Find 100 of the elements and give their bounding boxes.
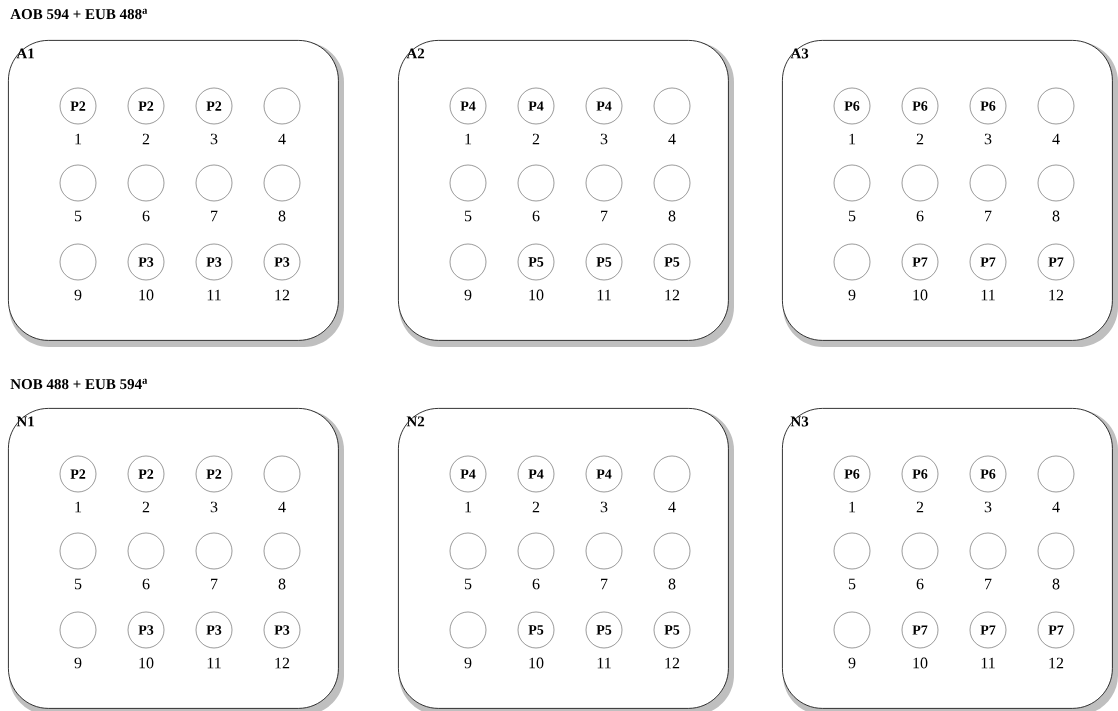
well-number: 6 <box>142 210 150 222</box>
well-number: 10 <box>139 289 154 301</box>
empty-well <box>653 532 691 570</box>
well: P2 <box>127 87 165 125</box>
well-number: 4 <box>278 133 286 145</box>
well-number: 3 <box>984 501 992 513</box>
empty-well <box>1037 87 1075 125</box>
well-number: 12 <box>665 289 680 301</box>
well: P4 <box>585 455 623 493</box>
well-number: 12 <box>275 657 290 669</box>
well-number: 2 <box>916 133 924 145</box>
well-number: 9 <box>464 289 472 301</box>
well-number: 8 <box>1052 210 1060 222</box>
empty-well <box>1037 532 1075 570</box>
well-number: 11 <box>597 657 611 669</box>
well-number: 6 <box>532 210 540 222</box>
well-number: 8 <box>668 210 676 222</box>
well-number: 6 <box>916 578 924 590</box>
empty-well <box>449 532 487 570</box>
well-number: 3 <box>600 133 608 145</box>
well: P4 <box>585 87 623 125</box>
well-number: 9 <box>464 657 472 669</box>
well-number: 6 <box>142 578 150 590</box>
well: P4 <box>449 455 487 493</box>
well-number: 2 <box>142 133 150 145</box>
well-number: 12 <box>1049 289 1064 301</box>
well-number: 7 <box>211 578 218 590</box>
well: P5 <box>653 611 691 649</box>
empty-well <box>263 532 301 570</box>
well-number: 7 <box>985 578 992 590</box>
well-number: 10 <box>529 657 544 669</box>
well-number: 5 <box>74 210 82 222</box>
well: P3 <box>263 243 301 281</box>
well-number: 12 <box>665 657 680 669</box>
well-number: 7 <box>601 578 608 590</box>
well: P6 <box>901 455 939 493</box>
well: P3 <box>195 243 233 281</box>
empty-well <box>833 164 871 202</box>
well-number: 5 <box>464 578 472 590</box>
well-number: 11 <box>981 289 995 301</box>
well-number: 5 <box>848 210 856 222</box>
well-number: 2 <box>532 501 540 513</box>
well-number: 10 <box>913 657 928 669</box>
empty-well <box>901 532 939 570</box>
empty-well <box>195 532 233 570</box>
well-number: 3 <box>600 501 608 513</box>
well-number: 7 <box>985 210 992 222</box>
well: P3 <box>127 243 165 281</box>
empty-well <box>969 164 1007 202</box>
empty-well <box>833 243 871 281</box>
well: P7 <box>901 611 939 649</box>
well-number: 11 <box>207 657 221 669</box>
empty-well <box>449 243 487 281</box>
well-number: 1 <box>849 133 856 145</box>
well-number: 4 <box>1052 501 1060 513</box>
well-number: 12 <box>275 289 290 301</box>
well-number: 3 <box>984 133 992 145</box>
empty-well <box>1037 164 1075 202</box>
well: P6 <box>969 87 1007 125</box>
empty-well <box>263 87 301 125</box>
well-number: 7 <box>211 210 218 222</box>
well: P6 <box>833 455 871 493</box>
well: P2 <box>195 87 233 125</box>
empty-well <box>449 164 487 202</box>
well: P5 <box>517 611 555 649</box>
well: P6 <box>969 455 1007 493</box>
well: P2 <box>127 455 165 493</box>
empty-well <box>653 455 691 493</box>
well-number: 9 <box>74 289 82 301</box>
empty-well <box>449 611 487 649</box>
well-number: 2 <box>532 133 540 145</box>
empty-well <box>59 532 97 570</box>
well: P7 <box>969 611 1007 649</box>
well: P5 <box>653 243 691 281</box>
empty-well <box>59 164 97 202</box>
well: P7 <box>969 243 1007 281</box>
empty-well <box>653 87 691 125</box>
well-number: 2 <box>142 501 150 513</box>
well-number: 4 <box>668 501 676 513</box>
well-number: 11 <box>597 289 611 301</box>
empty-well <box>517 164 555 202</box>
well: P5 <box>517 243 555 281</box>
well-number: 11 <box>981 657 995 669</box>
well: P4 <box>517 455 555 493</box>
well-number: 9 <box>74 657 82 669</box>
well-number: 9 <box>848 657 856 669</box>
well-number: 11 <box>207 289 221 301</box>
empty-well <box>833 532 871 570</box>
empty-well <box>1037 455 1075 493</box>
well-number: 1 <box>465 501 472 513</box>
empty-well <box>969 532 1007 570</box>
well-number: 1 <box>75 133 82 145</box>
well: P3 <box>195 611 233 649</box>
well: P4 <box>449 87 487 125</box>
empty-well <box>653 164 691 202</box>
well: P4 <box>517 87 555 125</box>
well-number: 3 <box>210 133 218 145</box>
well-number: 7 <box>601 210 608 222</box>
well-number: 1 <box>75 501 82 513</box>
well-number: 6 <box>916 210 924 222</box>
